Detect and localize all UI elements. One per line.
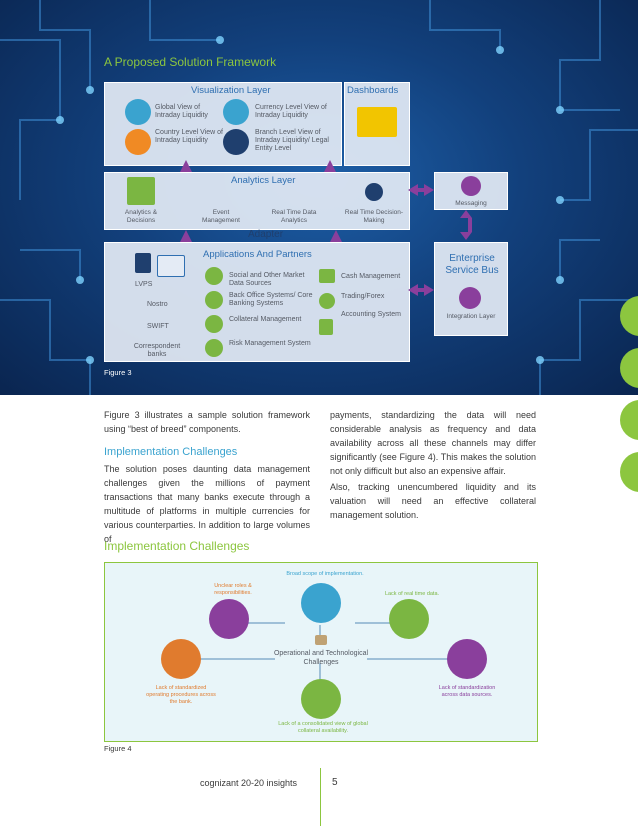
- challenge-standardization: Lack of standardization across data sour…: [438, 685, 496, 698]
- viz-item-currency: Currency Level View of Intraday Liquidit…: [255, 104, 327, 119]
- viz-item-country: Country Level View of Intraday Liquidity: [155, 129, 223, 144]
- analytics-layer-header: Analytics Layer: [231, 175, 296, 186]
- documents-icon: [447, 639, 487, 679]
- challenge-procedures: Lack of standardized operating procedure…: [146, 685, 216, 705]
- messaging-label: Messaging: [455, 200, 487, 207]
- dashboard-icon: [357, 107, 397, 137]
- dashboards-panel: Dashboards: [344, 82, 410, 166]
- messaging-panel: Messaging: [434, 172, 508, 210]
- framework-arrows: [180, 160, 472, 296]
- app-right-accounting: Accounting System: [341, 311, 401, 318]
- app-right-trading: Trading/Forex: [341, 293, 385, 300]
- gear-icon: [127, 177, 155, 205]
- side-circle-3: [620, 400, 638, 440]
- app-left-nostro: Nostro: [147, 301, 168, 308]
- analytics-item-event: Event Management: [202, 209, 240, 224]
- server-icon: [157, 255, 185, 277]
- applications-header: Applications And Partners: [203, 249, 312, 260]
- currency-icon: [223, 99, 249, 125]
- figure4-caption: Figure 4: [104, 744, 132, 753]
- collateral-icon: [205, 315, 223, 333]
- paragraph-2: The solution poses daunting data managem…: [104, 464, 310, 544]
- analytics-item-realtime-decision: Real Time Decision-Making: [344, 209, 404, 224]
- challenge-broad-scope: Broad scope of implementation.: [286, 571, 364, 577]
- scope-icon: [301, 583, 341, 623]
- backoffice-icon: [205, 291, 223, 309]
- viz-item-branch: Branch Level View of Intraday Liquidity/…: [255, 129, 329, 152]
- app-mid-backoffice: Back Office Systems/ Core Banking System…: [229, 292, 313, 307]
- side-circle-1: [620, 296, 638, 336]
- trading-icon: [319, 293, 335, 309]
- flag-icon: [125, 129, 151, 155]
- side-circle-4: [620, 452, 638, 492]
- paragraph-4: Also, tracking unencumbered liquidity an…: [330, 482, 536, 520]
- implementation-heading: Implementation Challenges: [104, 446, 238, 458]
- analytics-layer-panel: Analytics Layer Analytics & Decisions Ev…: [104, 172, 410, 230]
- accounting-icon: [319, 319, 333, 335]
- challenge-unclear-roles: Unclear roles & responsibilities.: [214, 583, 252, 596]
- esb-panel: Enterprise Service Bus Integration Layer: [434, 242, 508, 336]
- challenge-realtime-data: Lack of real time data.: [384, 591, 440, 597]
- integration-label: Integration Layer: [446, 313, 496, 320]
- page-number: 5: [332, 777, 338, 788]
- globe-icon: [125, 99, 151, 125]
- paragraph-3: payments, standardizing the data will ne…: [330, 410, 536, 476]
- figure4-title: Implementation Challenges: [104, 539, 250, 553]
- app-left-correspondent: Correspondent banks: [133, 343, 181, 358]
- visualization-layer-panel: Visualization Layer Global View of Intra…: [104, 82, 342, 166]
- globe-network-icon: [301, 679, 341, 719]
- adapter-label: Adapter: [248, 229, 284, 240]
- social-icon: [205, 267, 223, 285]
- figure4-box: Broad scope of implementation. Unclear r…: [104, 562, 538, 742]
- challenge-consolidated-view: Lack of a consolidated view of global co…: [278, 721, 368, 734]
- bank-icon: [223, 129, 249, 155]
- viz-item-global: Global View of Intraday Liquidity: [155, 104, 208, 119]
- side-circle-2: [620, 348, 638, 388]
- risk-icon: [205, 339, 223, 357]
- esb-title: Enterprise Service Bus: [445, 253, 499, 276]
- app-left-lvps: LVPS: [135, 281, 153, 288]
- decision-icon: [365, 183, 383, 201]
- database-icon: [135, 253, 151, 273]
- confused-person-icon: [209, 599, 249, 639]
- app-right-cash: Cash Management: [341, 273, 401, 280]
- center-challenges: Operational and Technological Challenges: [273, 650, 369, 666]
- abacus-icon: [161, 639, 201, 679]
- monitor-icon: [389, 599, 429, 639]
- visualization-layer-header: Visualization Layer: [191, 85, 271, 96]
- footer-divider: [320, 768, 321, 826]
- analytics-item-decisions: Analytics & Decisions: [124, 209, 158, 224]
- analytics-item-realtime-data: Real Time Data Analytics: [271, 209, 317, 224]
- figure3-caption: Figure 3: [104, 368, 132, 377]
- circuit-background: [0, 0, 638, 395]
- building-icon: [315, 635, 327, 645]
- footer-brand: cognizant 20-20 insights: [200, 778, 298, 788]
- integration-icon: [459, 287, 481, 309]
- app-mid-risk: Risk Management System: [229, 340, 311, 347]
- dashboards-header: Dashboards: [347, 85, 399, 96]
- app-mid-social: Social and Other Market Data Sources: [229, 272, 305, 287]
- framework-title: A Proposed Solution Framework: [104, 55, 277, 69]
- paragraph-1: Figure 3 illustrates a sample solution f…: [104, 410, 310, 434]
- applications-panel: Applications And Partners LVPS Nostro SW…: [104, 242, 410, 362]
- app-mid-collateral: Collateral Management: [229, 316, 302, 323]
- chat-icon: [461, 176, 481, 196]
- app-left-swift: SWIFT: [147, 323, 169, 330]
- cash-icon: [319, 269, 335, 283]
